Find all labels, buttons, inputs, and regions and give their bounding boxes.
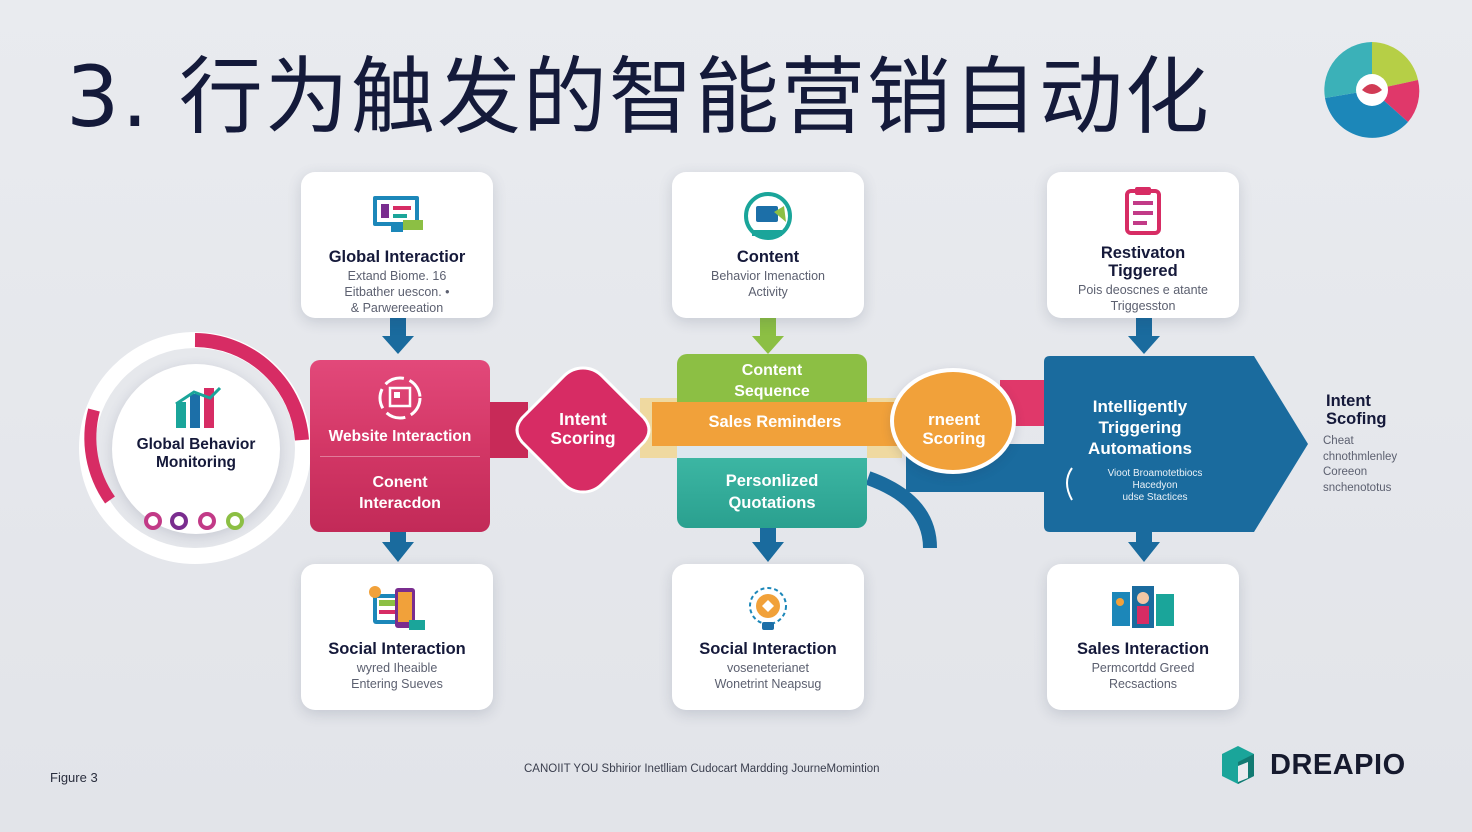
card-reactivation-triggered: Restivaton Tiggered Pois deoscnes e atan…	[1047, 172, 1239, 318]
figure-label: Figure 3	[50, 770, 98, 785]
status-dot	[144, 512, 162, 530]
status-dot	[226, 512, 244, 530]
browser-circle-icon	[378, 376, 422, 420]
sales-reminders-block: Sales Reminders	[652, 402, 898, 446]
figure-caption: CANOIIT YOU Sbhirior Inetlliam Cudocart …	[524, 763, 880, 775]
card-title: Social Interaction	[699, 640, 837, 658]
card-description: Behavior Imenaction Activity	[711, 269, 825, 299]
node-title: Global Behavior Monitoring	[136, 436, 256, 471]
card-description: Pois deoscnes e atante Triggesston	[1078, 283, 1208, 313]
block-bottom-label: Conent Interacdon	[359, 474, 441, 512]
card-title: Restivaton Tiggered	[1100, 244, 1186, 280]
status-dot	[170, 512, 188, 530]
card-title: Social Interaction	[328, 640, 466, 658]
card-social-interaction-2: Social Interaction voseneterianet Wonetr…	[672, 564, 864, 710]
card-title: Content	[736, 248, 800, 266]
side-title: Intent Scofing	[1326, 392, 1387, 428]
circle-label: rneent Scoring	[922, 410, 986, 448]
content-globe-icon	[744, 192, 792, 240]
block-top-label: Website Interaction	[328, 428, 472, 445]
website-interaction-block: Website Interaction Conent Interacdon	[310, 360, 490, 532]
side-description: Cheat chnothmlenley Coreeon snchenototus	[1323, 435, 1398, 494]
block-title: Intelligently Triggering Automations	[1088, 397, 1192, 458]
card-global-interaction: Global Interactior Extand Biome. 16 Eitb…	[301, 172, 493, 318]
social-media-icon	[369, 586, 425, 630]
card-content: Content Behavior Imenaction Activity	[672, 172, 864, 318]
checklist-icon	[1125, 187, 1161, 235]
page-title: 3. 行为触发的智能营销自动化	[66, 48, 1211, 146]
cube-logo-icon	[1222, 746, 1254, 784]
pie-logo-icon	[1324, 42, 1420, 138]
bar-chart-icon	[175, 386, 222, 428]
block-description: Vioot Broamotetbiocs Hacedyon udse Stact…	[1107, 468, 1203, 503]
content-sequence-block: Content Sequence	[677, 354, 867, 402]
card-description: voseneterianet Wonetrint Neapsug	[714, 661, 822, 691]
card-description: Permcortdd Greed Recsactions	[1091, 661, 1195, 691]
card-title: Sales Interaction	[1076, 640, 1210, 658]
personalized-quotations-block: Personlized Quotations	[677, 458, 867, 528]
divider	[320, 456, 480, 457]
intent-scoring-diamond	[515, 366, 651, 494]
global-behavior-monitoring-node: Global Behavior Monitoring	[112, 364, 280, 534]
brand-logo: DREAPIO	[1218, 744, 1406, 786]
status-dot	[198, 512, 216, 530]
card-sales-interaction: Sales Interaction Permcortdd Greed Recsa…	[1047, 564, 1239, 710]
intent-scoring-circle	[890, 368, 1016, 474]
automation-arrow-block	[1044, 356, 1308, 532]
diamond-label: Intent Scoring	[550, 409, 616, 448]
card-social-interaction-1: Social Interaction wyred Iheaible Enteri…	[301, 564, 493, 710]
card-description: Extand Biome. 16 Eitbather uescon. • & P…	[344, 269, 450, 315]
block-label: Personlized Quotations	[725, 472, 819, 512]
lightbulb-icon	[749, 587, 787, 630]
sales-people-icon	[1112, 586, 1174, 628]
block-label: Sales Reminders	[708, 413, 842, 431]
divider	[677, 446, 867, 458]
card-description: wyred Iheaible Entering Sueves	[351, 661, 443, 691]
brand-name: DREAPIO	[1270, 748, 1406, 781]
monitor-icon	[373, 196, 423, 232]
block-label: Content Sequence	[734, 362, 810, 400]
card-title: Global Interactior	[328, 248, 466, 266]
